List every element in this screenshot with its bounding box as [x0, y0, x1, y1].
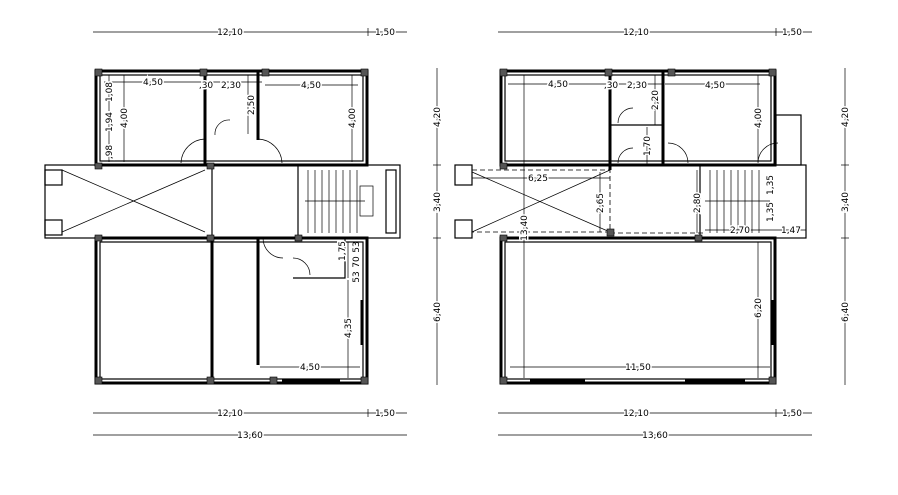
dim-overall: 13,60 — [237, 431, 263, 441]
dim-side-1: 4,20 — [841, 107, 851, 127]
landing-side: 1,47 — [781, 226, 801, 236]
left-columns — [94, 68, 369, 385]
left-room-dim-lines — [104, 75, 360, 378]
room2-width: 4,50 — [301, 81, 321, 91]
room1-width: 4,50 — [143, 78, 163, 88]
hall-depth: 2,20 — [651, 90, 661, 110]
lower-width: 4,50 — [300, 363, 320, 373]
gap-width: ,30 — [604, 81, 619, 91]
dim-top-side: 1,50 — [782, 28, 802, 38]
right-columns — [499, 68, 777, 385]
dim-bottom-main: 12,10 — [217, 409, 243, 419]
right-floor-plan: 12,10 1,50 12,10 1,50 13,60 4,20 3,40 6,… — [454, 27, 853, 443]
dim-top-side: 1,50 — [375, 28, 395, 38]
gap-width: ,30 — [199, 81, 214, 91]
small-dim-b: 70 — [352, 256, 362, 268]
small-dim-a: 53 — [352, 271, 362, 282]
dim-bottom-side: 1,50 — [782, 409, 802, 419]
dim-side-2: 3,40 — [433, 192, 443, 212]
dim-top-main: 12,10 — [217, 28, 243, 38]
void-depth: 2,65 — [596, 193, 606, 213]
room1-width: 4,50 — [548, 80, 568, 90]
room1-depth: 4,00 — [120, 108, 130, 128]
hall-depth: 2,50 — [247, 95, 257, 115]
left-dimension-lines — [93, 28, 441, 436]
right-room-dim-lines — [472, 75, 806, 378]
dim-side-3: 6,40 — [841, 302, 851, 322]
hall-big-width: 11,50 — [625, 363, 651, 373]
stair-dim-b: 1,35 — [766, 202, 776, 222]
window-dim-c: ,98 — [105, 145, 115, 160]
landing-width: 2,70 — [730, 226, 750, 236]
right-dimension-lines — [498, 28, 849, 436]
hall-width: 2,30 — [221, 81, 241, 91]
right-walls — [454, 69, 807, 385]
dim-top-main: 12,10 — [623, 28, 649, 38]
room2-depth: 4,00 — [348, 108, 358, 128]
stair-depth: 2,80 — [693, 193, 703, 213]
dim-bottom-side: 1,50 — [375, 409, 395, 419]
window-dim-a: 1,08 — [105, 82, 115, 102]
dim-overall: 13,60 — [642, 431, 668, 441]
hall-big-depth: 6,20 — [754, 298, 764, 318]
left-room-dimensions: 4,50 ,30 2,30 4,50 2,50 4,00 4,00 1,08 1… — [104, 77, 363, 375]
wc-depth: 1,70 — [643, 136, 653, 156]
dim-side-3: 6,40 — [433, 302, 443, 322]
room2-depth: 4,00 — [754, 108, 764, 128]
hall-width: 2,30 — [627, 81, 647, 91]
dim-side-1: 4,20 — [433, 107, 443, 127]
void-width: 6,25 — [528, 174, 548, 184]
left-stair — [305, 170, 374, 233]
lower-depth: 4,35 — [344, 318, 354, 338]
room2-width: 4,50 — [705, 81, 725, 91]
left-floor-plan: 12,10 1,50 12,10 1,50 13,60 4,20 3,40 6,… — [44, 27, 445, 443]
window-dim-b: 1,94 — [105, 112, 115, 132]
right-room-dimensions: 4,50 ,30 2,30 4,50 2,20 1,70 4,00 6,25 2… — [519, 79, 803, 375]
small-dim-c: 53 — [352, 241, 362, 252]
dim-side-2: 3,40 — [841, 192, 851, 212]
bath-depth: 1,75 — [338, 241, 348, 261]
dim-bottom-main: 12,10 — [623, 409, 649, 419]
total-depth: 13,40 — [520, 215, 530, 241]
stair-dim-a: 1,35 — [766, 175, 776, 195]
left-walls — [44, 69, 401, 385]
right-stair — [705, 170, 770, 233]
